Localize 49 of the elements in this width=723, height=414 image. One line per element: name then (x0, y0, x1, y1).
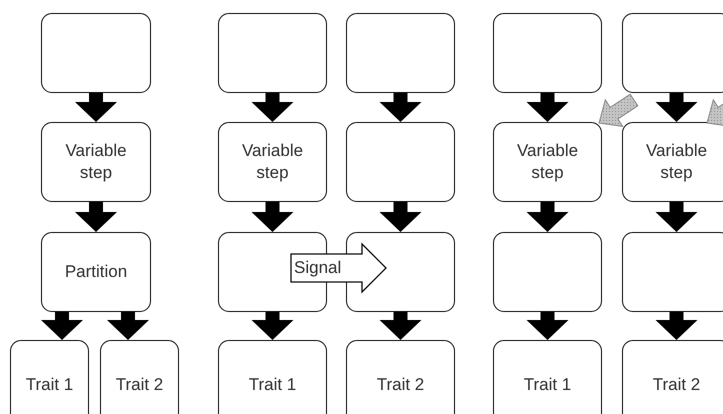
empty-box (346, 122, 455, 202)
process-box (100, 340, 179, 414)
box-label: Trait 1 (248, 374, 296, 396)
process-box (218, 340, 327, 414)
arrow (75, 202, 117, 232)
process-box (493, 340, 602, 414)
box-label: Trait 2 (116, 374, 164, 396)
process-box (41, 232, 151, 312)
empty-box (218, 13, 327, 93)
arrow (380, 93, 422, 122)
box-label: Trait 2 (376, 374, 424, 396)
empty-box (622, 232, 723, 312)
arrow (526, 93, 568, 122)
arrow (380, 202, 422, 232)
arrow (526, 312, 568, 340)
process-box (622, 122, 723, 202)
arrow (252, 312, 294, 340)
arrow (75, 93, 117, 122)
arrow (107, 312, 149, 340)
process-box (10, 340, 89, 414)
arrow (252, 202, 294, 232)
box-label: Trait 1 (524, 374, 572, 396)
arrow (252, 93, 294, 122)
edge-label: Signal (294, 258, 342, 278)
process-box (41, 122, 151, 202)
box-label: Variable step (64, 140, 128, 184)
arrow (656, 93, 698, 122)
process-box (218, 122, 327, 202)
empty-box (41, 13, 151, 93)
box-label: Partition (64, 261, 128, 283)
process-box (622, 340, 723, 414)
block-arrow (598, 94, 638, 128)
empty-box (493, 13, 602, 93)
box-label: Trait 1 (26, 374, 74, 396)
empty-box (622, 13, 723, 93)
box-label: Variable step (240, 140, 304, 184)
process-box (493, 122, 602, 202)
arrow (380, 312, 422, 340)
box-label: Variable step (516, 140, 580, 184)
arrow (656, 202, 698, 232)
box-label: Variable step (644, 140, 708, 184)
empty-box (493, 232, 602, 312)
process-box (346, 340, 455, 414)
arrow (526, 202, 568, 232)
box-label: Trait 2 (652, 374, 700, 396)
empty-box (346, 13, 455, 93)
arrow (656, 312, 698, 340)
arrow (41, 312, 83, 340)
signal-arrow (290, 242, 387, 294)
